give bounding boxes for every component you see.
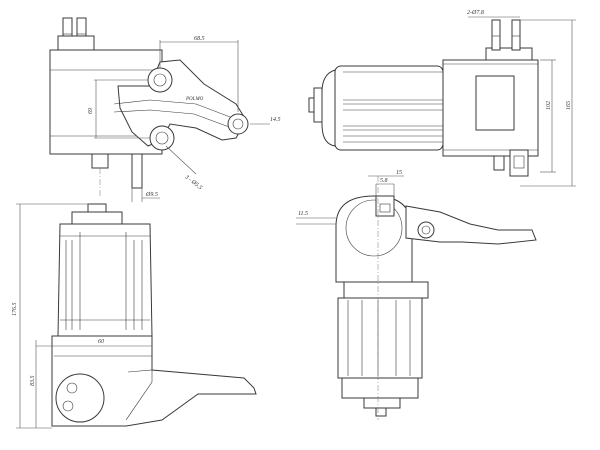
side-bracket (405, 205, 537, 245)
dim-base-height: 83.5 (30, 376, 36, 387)
electrical-terminal (375, 195, 395, 217)
tube-fittings (57, 17, 95, 51)
dim-height-inner: 102 (546, 101, 552, 110)
top-right-view: 2-Ø7.8 102 165 (308, 10, 576, 187)
dim-hole: 3 - Ø5.5 (183, 174, 203, 192)
dim-height: 69 (88, 108, 94, 114)
dim-boss: 11.5 (298, 211, 308, 217)
dim-tube: Ø9.5 (145, 192, 158, 198)
bottom-right-view: 5.8 15 11.5 (296, 170, 537, 420)
pump-body-side (337, 297, 423, 379)
top-left-view: POLMO 68.5 69 14.5 3 - Ø5.5 Ø9.5 (49, 17, 281, 202)
pump-head-side (335, 195, 413, 283)
dim-height-outer: 165 (566, 101, 572, 110)
dim-terminal: 5.8 (380, 178, 388, 184)
dim-width: 68.5 (194, 36, 205, 42)
dim-offset: 14.5 (270, 116, 281, 123)
motor-housing (334, 65, 444, 151)
dim-front-width: 60 (98, 339, 104, 345)
bottom-left-view: 176.5 60 83.5 (12, 203, 257, 429)
brand-label: POLMO (185, 97, 204, 102)
dim-total-height: 176.5 (12, 303, 18, 317)
dim-terminal-offset: 15 (396, 170, 402, 176)
dim-thread: 2-Ø7.8 (467, 10, 484, 16)
